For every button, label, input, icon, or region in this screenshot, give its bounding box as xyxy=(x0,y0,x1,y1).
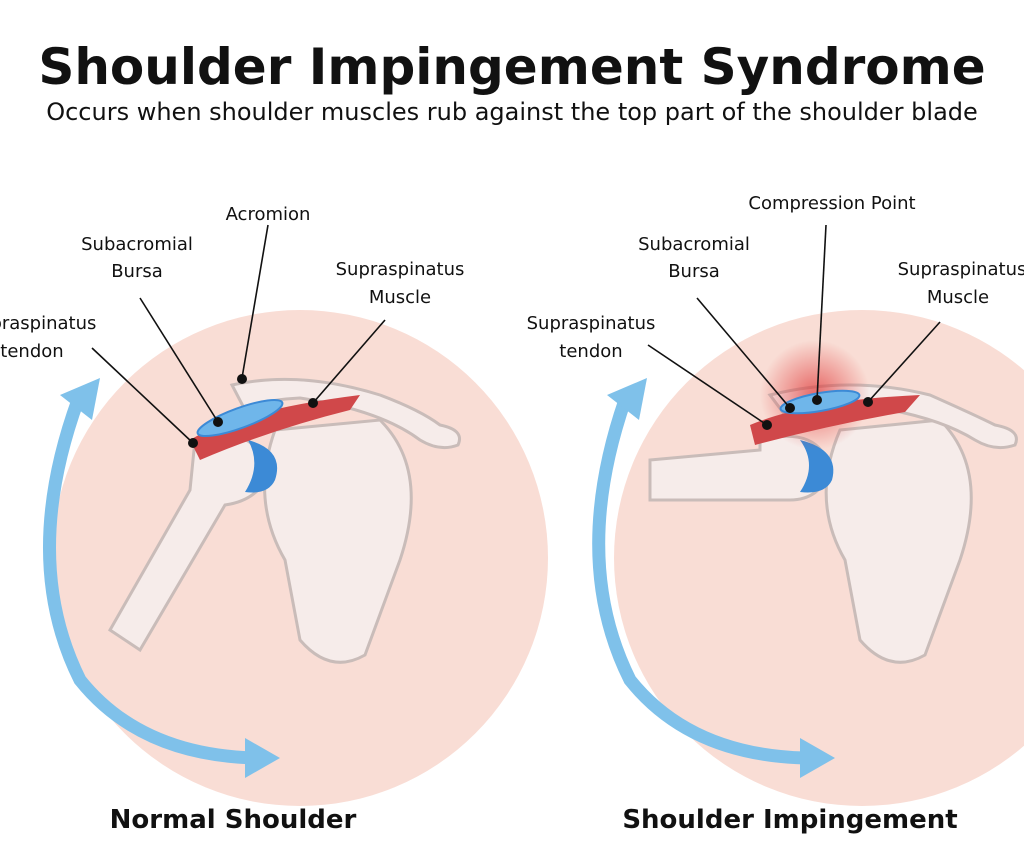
label-tendon-line2: tendon xyxy=(559,341,622,362)
joint-cartilage xyxy=(245,440,278,493)
normal-shoulder-illustration: Acromion Subacromial Bursa Supraspinatus… xyxy=(0,204,548,835)
arrow-head-up xyxy=(60,378,100,420)
label-muscle-line1: Supraspinatus xyxy=(336,259,465,280)
impingement-shoulder-illustration: Compression Point Subacromial Bursa Supr… xyxy=(527,193,1024,835)
supraspinatus-muscle xyxy=(750,395,920,445)
scapula xyxy=(824,418,973,664)
supraspinatus-muscle xyxy=(190,395,360,460)
label-tendon-line2: tendon xyxy=(0,341,63,362)
rotation-arrow-icon xyxy=(592,397,806,765)
label-bursa-line2: Bursa xyxy=(111,261,163,282)
label-tendon-line1: Supraspinatus xyxy=(0,313,96,334)
label-muscle-line2: Muscle xyxy=(369,287,431,308)
arrow-head-up xyxy=(607,378,647,420)
caption-impingement: Shoulder Impingement xyxy=(622,805,957,835)
subacromial-bursa xyxy=(196,398,284,438)
acromion xyxy=(229,377,461,450)
arrow-head-right xyxy=(245,738,280,778)
scapula xyxy=(263,418,413,664)
label-compression-point: Compression Point xyxy=(748,193,915,214)
label-bursa-line1: Subacromial xyxy=(638,234,750,255)
joint-cartilage xyxy=(800,440,834,493)
label-bursa-line2: Bursa xyxy=(668,261,720,282)
rotation-arrow-icon xyxy=(43,397,256,765)
label-bursa-line1: Subacromial xyxy=(81,234,193,255)
caption-normal: Normal Shoulder xyxy=(110,805,357,835)
page-title: Shoulder Impingement Syndrome xyxy=(38,38,985,96)
arrow-head-right xyxy=(800,738,835,778)
page-subtitle: Occurs when shoulder muscles rub against… xyxy=(46,98,978,126)
label-acromion: Acromion xyxy=(226,204,311,225)
label-muscle-line2: Muscle xyxy=(927,287,989,308)
label-tendon-line1: Supraspinatus xyxy=(527,313,656,334)
label-muscle-line1: Supraspinatus xyxy=(898,259,1024,280)
